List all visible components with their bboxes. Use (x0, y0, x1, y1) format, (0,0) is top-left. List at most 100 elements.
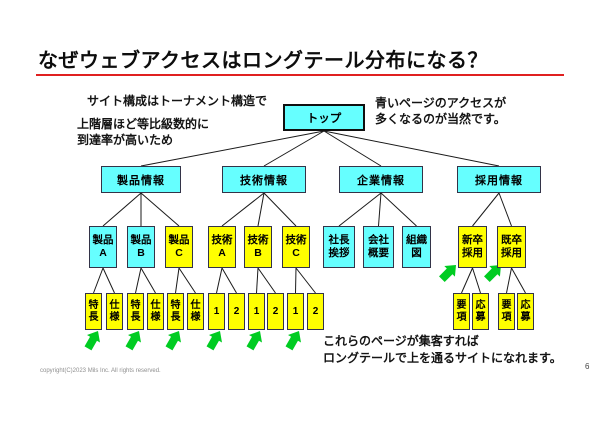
tree-edge (221, 267, 237, 294)
node-product-b-feature: 特長 (127, 293, 144, 330)
node-label: 要 (501, 299, 512, 311)
node-product-a-feature: 特長 (85, 293, 102, 330)
node-label: 2 (312, 305, 319, 317)
node-label: 製品 (92, 234, 114, 246)
tree-edge (102, 267, 115, 294)
node-label: 長 (88, 311, 99, 323)
annotation-line: 到達率が高いため (77, 133, 174, 147)
tree-edge (378, 192, 382, 227)
annotation-line: サイト構成はトーナメント構造で (87, 94, 268, 108)
tree-edge (338, 192, 382, 227)
node-label: 2 (272, 305, 279, 317)
green-up-arrow-icon (84, 331, 100, 351)
node-tech-c-1: 1 (287, 293, 304, 330)
node-company-profile: 会社概要 (363, 226, 394, 268)
node-label: A (99, 247, 107, 259)
node-label: 組織 (406, 234, 427, 246)
node-label: 企業情報 (357, 174, 405, 187)
node-label: 長 (170, 311, 181, 323)
node-label: 社長 (328, 234, 350, 246)
node-tech-a-1: 1 (208, 293, 225, 330)
tree-edge (221, 192, 265, 227)
green-up-arrow-icon (165, 331, 181, 351)
node-tech-c-2: 2 (307, 293, 324, 330)
tree-edge (323, 130, 500, 167)
node-product-info: 製品情報 (101, 166, 181, 193)
node-label: 仕 (190, 299, 201, 311)
annotation-tournament-structure: サイト構成はトーナメント構造で 上階層ほど等比級数的に 到達率が高いため (77, 93, 267, 148)
node-label: 会社 (368, 234, 389, 246)
node-label: 応 (520, 299, 531, 311)
node-label: 2 (233, 305, 240, 317)
node-label: 技術 (285, 234, 307, 246)
node-new-grad-guide: 要項 (453, 293, 470, 330)
node-label: 応 (475, 299, 486, 311)
annotation-line: これらのページが集客すれば (323, 334, 479, 348)
tree-edge (140, 192, 180, 227)
node-label: 採用 (462, 247, 483, 259)
tree-edge (472, 192, 500, 227)
tree-edge (263, 130, 325, 167)
node-label: A (218, 247, 226, 259)
tree-edge (506, 267, 512, 294)
node-product-a-spec: 仕様 (106, 293, 123, 330)
node-company-info: 企業情報 (339, 166, 423, 193)
node-label: 1 (292, 305, 299, 317)
tree-edge (93, 267, 104, 294)
node-label: 様 (190, 311, 201, 323)
node-label: 1 (213, 305, 220, 317)
node-mid-career-guide: 要項 (498, 293, 515, 330)
node-label: 特 (170, 299, 181, 311)
copyright-text: copyright(C)2023 Mils Inc. All rights re… (40, 368, 161, 374)
node-label: 様 (150, 311, 161, 323)
node-label: C (175, 247, 183, 259)
slide-title: なぜウェブアクセスはロングテール分布になる？ (38, 50, 488, 72)
node-product-c-feature: 特長 (167, 293, 184, 330)
node-label: 募 (475, 311, 486, 323)
node-label: C (292, 247, 300, 259)
title-rule (36, 74, 564, 76)
page-number: 6 (585, 362, 590, 371)
tree-edge (295, 267, 297, 294)
node-label: 概要 (368, 247, 389, 259)
node-tech-a-2: 2 (228, 293, 245, 330)
node-mid-career-recruit: 既卒採用 (497, 226, 526, 268)
node-tech-b-2: 2 (267, 293, 284, 330)
annotation-line: 青いページのアクセスが (375, 96, 507, 110)
tree-edge (380, 192, 417, 227)
tree-edge (257, 192, 265, 227)
tree-edge (135, 267, 142, 294)
node-label: 製品情報 (117, 174, 165, 187)
node-top: トップ (283, 104, 365, 131)
node-label: 項 (456, 311, 467, 323)
node-label: トップ (306, 112, 342, 125)
tree-edge (472, 267, 481, 294)
node-product-c-spec: 仕様 (187, 293, 204, 330)
green-up-arrow-icon (125, 331, 141, 351)
tree-edge (140, 267, 156, 294)
node-label: 採用情報 (475, 174, 523, 187)
green-up-arrow-icon (246, 331, 262, 351)
node-label: 製品 (168, 234, 190, 246)
node-label: B (137, 247, 145, 259)
green-up-arrow-icon (206, 331, 222, 351)
tree-edge (295, 267, 316, 294)
node-label: 項 (501, 311, 512, 323)
annotation-blue-pages: 青いページのアクセスが 多くなるのが当然です。 (375, 95, 506, 127)
tree-edge (175, 267, 180, 294)
node-label: 挨拶 (328, 247, 350, 259)
tree-edge (263, 192, 297, 227)
node-product-b-spec: 仕様 (147, 293, 164, 330)
tree-edge (178, 267, 196, 294)
node-tech-info: 技術情報 (222, 166, 306, 193)
node-new-grad-recruit: 新卒採用 (458, 226, 487, 268)
tree-edge (216, 267, 223, 294)
node-label: 製品 (130, 234, 152, 246)
tree-edge (257, 267, 276, 294)
